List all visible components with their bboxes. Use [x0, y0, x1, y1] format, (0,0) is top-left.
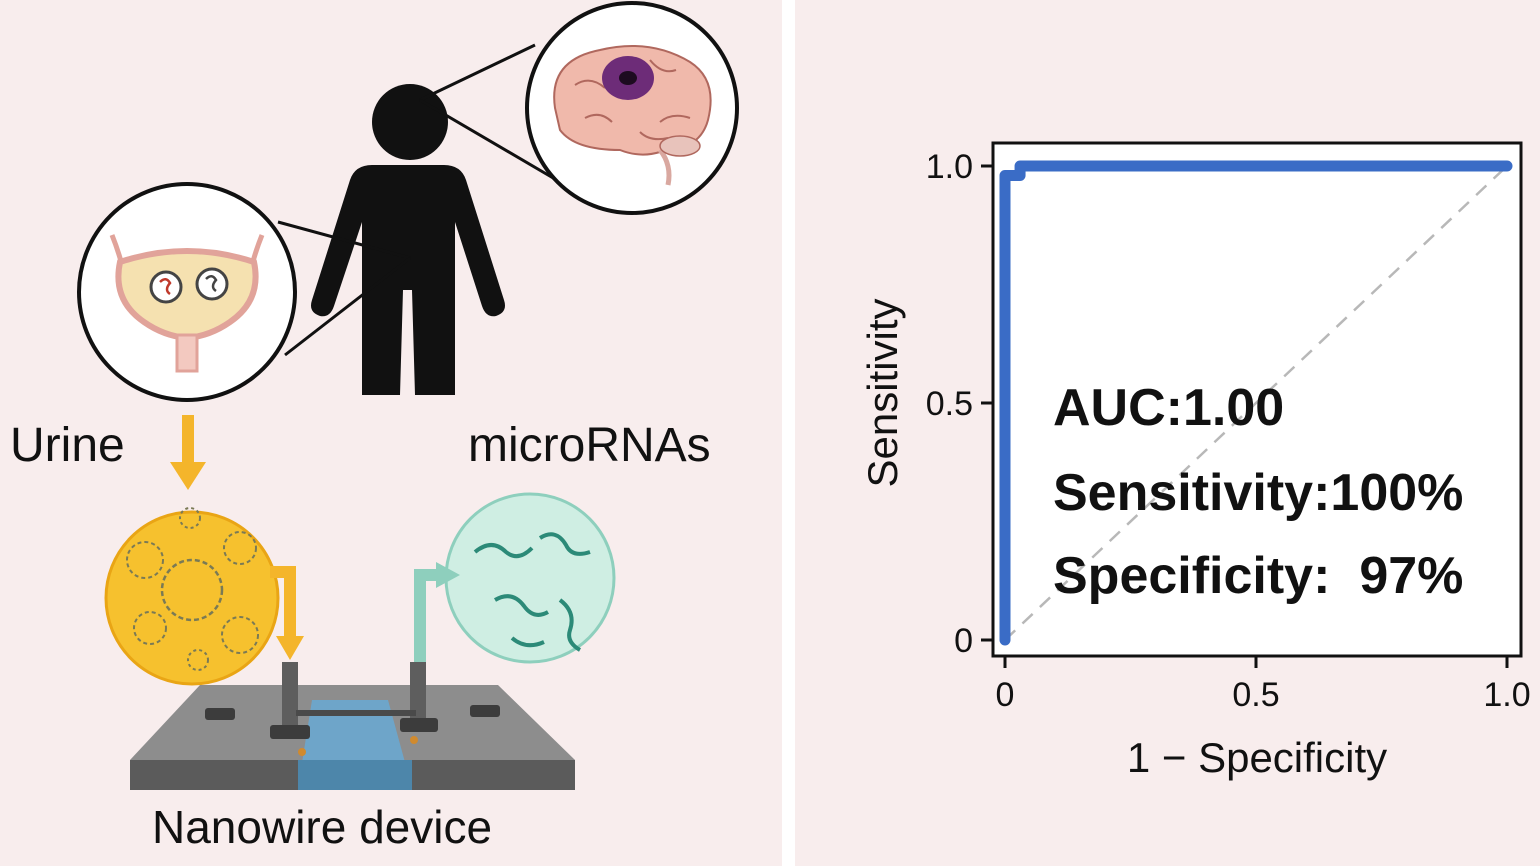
arrow-to-device-icon [270, 566, 304, 660]
brain-icon [525, 1, 739, 215]
y-tick-label: 0.5 [926, 385, 973, 423]
specificity-annotation: Specificity: 97% [1053, 547, 1463, 605]
x-tick-label: 0.5 [1232, 676, 1279, 714]
x-axis-ticks: 0 0.5 1.0 [996, 656, 1531, 714]
auc-annotation: AUC:1.00 [1053, 379, 1284, 437]
arrow-down-icon [170, 415, 206, 490]
microrna-label: microRNAs [468, 419, 711, 472]
y-tick-label: 0 [954, 622, 973, 660]
mirna-sphere-icon [444, 492, 616, 664]
roc-chart-panel: 0 0.5 1.0 0 0.5 1.0 1 − Specificity Sensitiv… [795, 0, 1540, 866]
bladder-icon [77, 182, 297, 402]
nanowire-device-label: Nanowire device [152, 801, 493, 853]
x-axis-title: 1 − Specificity [1127, 734, 1387, 781]
zoom-line [277, 220, 411, 260]
zoom-line [419, 98, 561, 184]
y-axis-ticks: 0 0.5 1.0 [926, 148, 993, 660]
y-axis-title: Sensitivity [859, 298, 906, 487]
x-tick-label: 1.0 [1483, 676, 1530, 714]
roc-chart: 0 0.5 1.0 0 0.5 1.0 1 − Specificity Sensitiv… [859, 141, 1531, 781]
roc-curve-line [999, 160, 1513, 646]
zoom-line [284, 256, 411, 357]
illustration-graphic [77, 1, 739, 790]
person-icon [311, 84, 505, 395]
reference-diagonal-line [1004, 165, 1508, 641]
urine-sphere-icon [104, 507, 280, 686]
zoom-line [419, 43, 536, 102]
plot-frame [991, 141, 1523, 658]
nanowire-device-icon [130, 662, 575, 790]
x-tick-label: 0 [996, 676, 1015, 714]
urine-label: Urine [10, 419, 125, 472]
illustration-panel: Urine microRNAs Nanowire device [0, 0, 782, 866]
arrow-from-device-icon [414, 562, 460, 670]
sensitivity-annotation: Sensitivity:100% [1053, 464, 1463, 522]
y-tick-label: 1.0 [926, 148, 973, 186]
